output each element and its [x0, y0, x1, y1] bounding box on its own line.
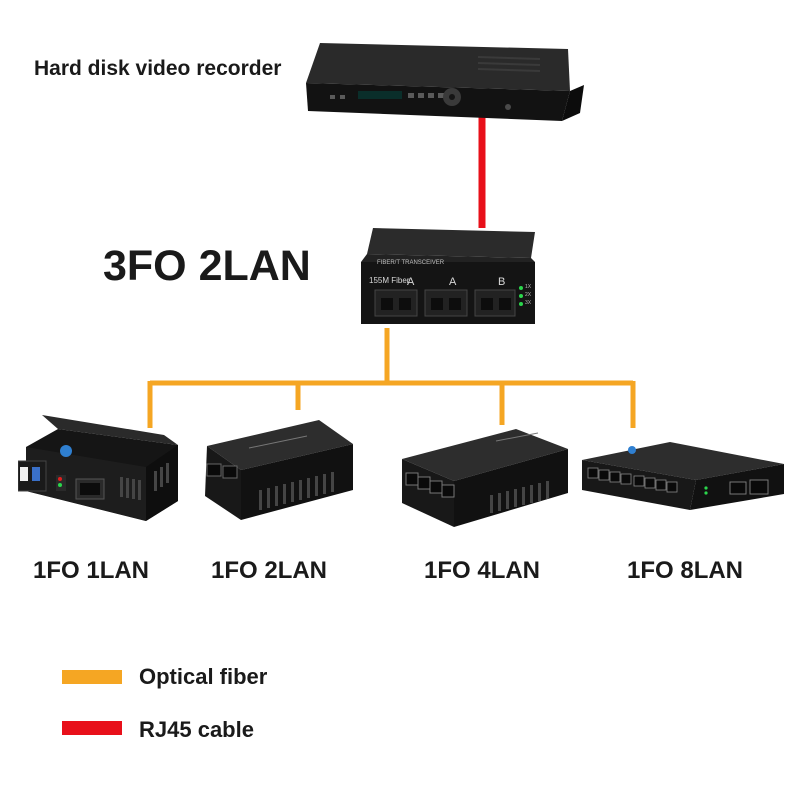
device-1fo-2lan	[205, 420, 353, 520]
recorder-label: Hard disk video recorder	[34, 57, 282, 80]
hub-led-label-1: 1X	[525, 284, 532, 290]
fiber-transceiver-3fo-2lan: FIBER/T TRANSCEIVER 155M Fiber A A B 1X …	[355, 228, 541, 330]
device-1fo-1lan	[18, 415, 178, 521]
legend-label-optical-fiber: Optical fiber	[139, 664, 268, 689]
hub-led-label-3: 3X	[525, 300, 532, 306]
legend-swatch-optical-fiber	[62, 670, 122, 684]
legend-swatch-rj45-cable	[62, 721, 122, 735]
device-label-1fo-4lan: 1FO 4LAN	[424, 557, 541, 584]
video-recorder-device	[306, 43, 584, 121]
device-label-1fo-2lan: 1FO 2LAN	[211, 557, 328, 584]
device-1fo-4lan	[402, 429, 568, 527]
hub-fiber-text: 155M Fiber	[369, 276, 410, 285]
device-label-1fo-1lan: 1FO 1LAN	[33, 557, 150, 584]
hub-port-label-b: B	[498, 276, 506, 288]
hub-port-label-a2: A	[449, 276, 457, 288]
hub-port-label-a1: A	[407, 276, 415, 288]
device-label-1fo-8lan: 1FO 8LAN	[627, 557, 744, 584]
legend-label-rj45-cable: RJ45 cable	[139, 717, 254, 742]
hub-brand-text: FIBER/T TRANSCEIVER	[377, 260, 445, 266]
hub-label: 3FO 2LAN	[103, 242, 311, 290]
hub-led-label-2: 2X	[525, 292, 532, 298]
device-1fo-8lan	[582, 442, 784, 510]
